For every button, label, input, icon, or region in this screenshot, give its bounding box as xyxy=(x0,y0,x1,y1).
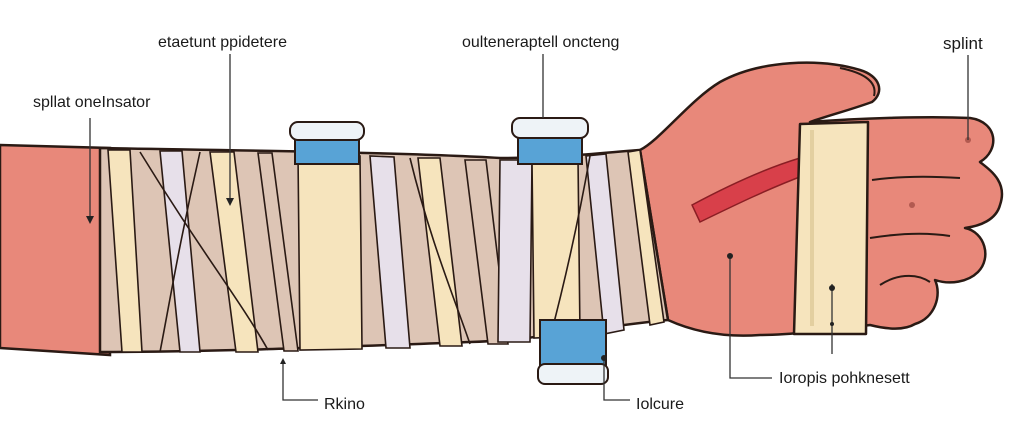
thumb-outline xyxy=(839,67,876,97)
label-left: spllat oneInsator xyxy=(33,94,151,111)
finger-crease xyxy=(869,232,951,239)
bandage-stripes xyxy=(107,149,665,353)
blue-splint-cap xyxy=(537,363,609,385)
label-bottom-left: Rkino xyxy=(324,396,365,413)
label-splint: splint xyxy=(943,34,983,53)
finger-crease xyxy=(871,175,961,181)
leader-lines xyxy=(89,54,969,401)
blue-splint-cap xyxy=(511,117,589,139)
knuckle-dot xyxy=(909,202,915,208)
pinky-outline xyxy=(879,274,931,286)
label-bottom-right: Ioropis pohknesett xyxy=(779,370,910,387)
blue-splint-cap xyxy=(289,121,365,141)
label-top-left: etaetunt ppidetere xyxy=(158,34,287,51)
forearm-skin xyxy=(0,143,112,357)
finger-splint xyxy=(792,120,870,336)
label-top-middle: oulteneraptell oncteng xyxy=(462,34,620,51)
leader-markers xyxy=(86,198,835,364)
label-bottom-middle: Iolcure xyxy=(636,396,685,413)
